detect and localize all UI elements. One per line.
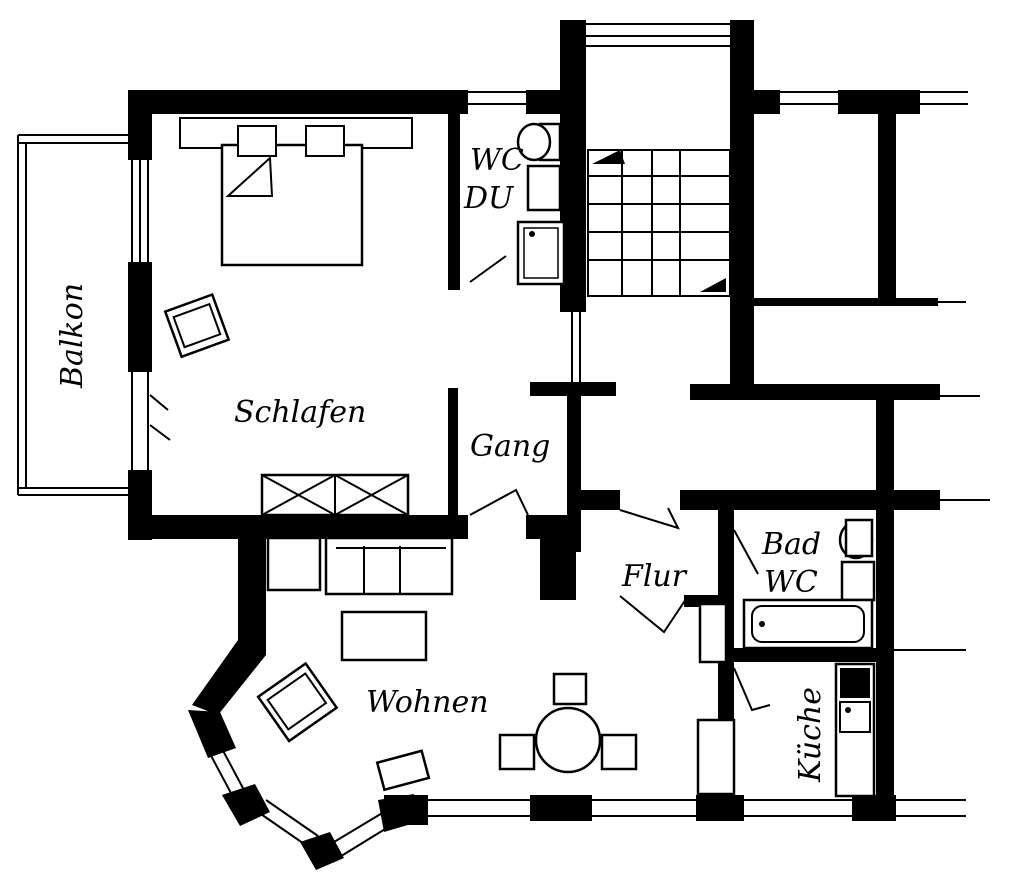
label-gang: Gang: [470, 429, 550, 464]
furniture: [163, 117, 876, 798]
doors: [149, 255, 771, 712]
label-bad-line1: Bad: [761, 527, 821, 562]
label-flur: Flur: [621, 559, 688, 594]
label-du-line2: DU: [463, 181, 515, 216]
label-wc-line2: WC: [764, 565, 818, 600]
walls: [128, 20, 940, 825]
room-labels: Schlafen Wohnen Gang Flur WC DU Bad WC B…: [55, 143, 828, 783]
balcony: [17, 134, 128, 496]
label-schlafen: Schlafen: [234, 395, 366, 430]
staircase: [587, 149, 731, 297]
bay-window: [188, 640, 418, 870]
label-balkon: Balkon: [55, 283, 90, 389]
label-wc-line1: WC: [470, 143, 524, 178]
label-wohnen: Wohnen: [366, 685, 489, 720]
windows: [131, 23, 990, 817]
label-kueche: Küche: [793, 687, 828, 783]
